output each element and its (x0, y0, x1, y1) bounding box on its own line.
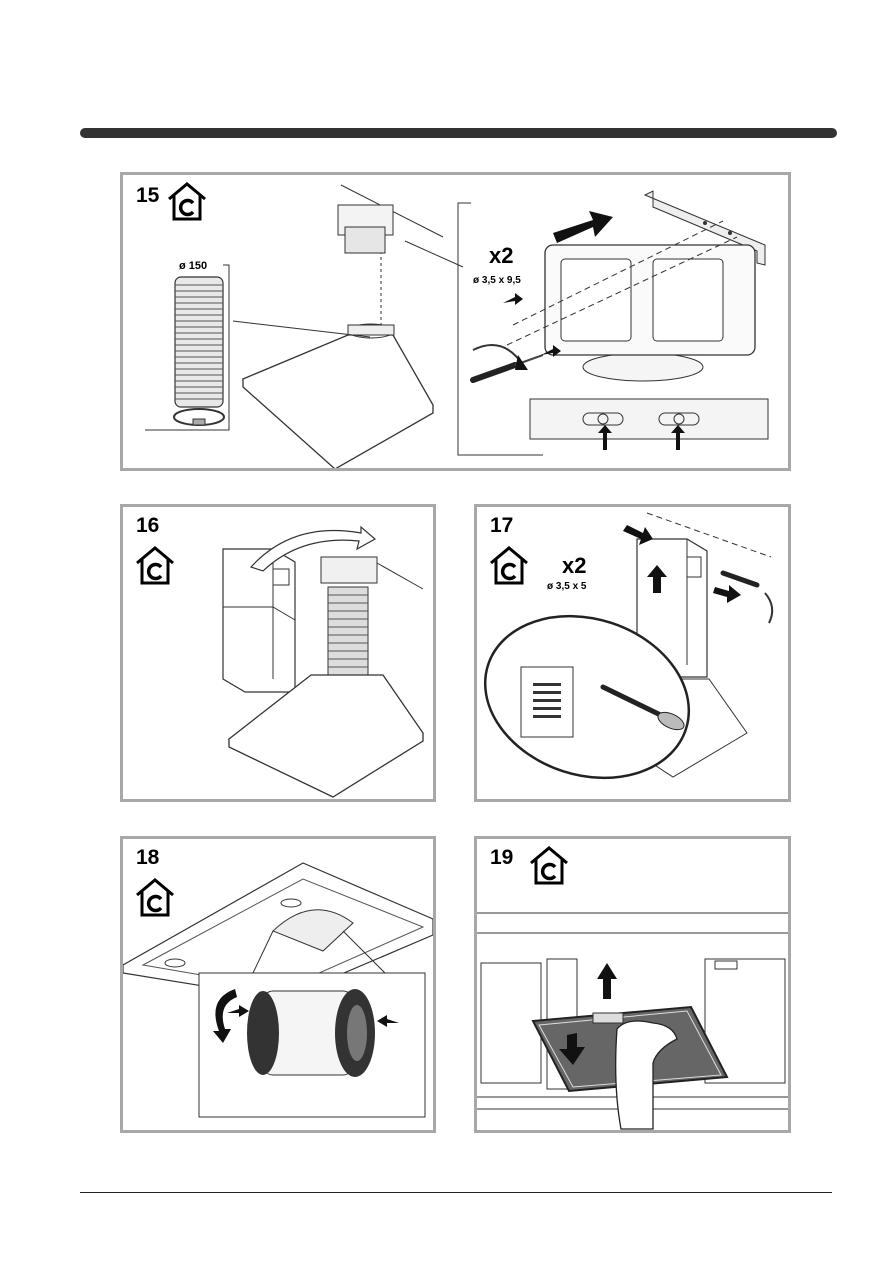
screw-quantity: x2 (562, 555, 586, 577)
step-17-illustration (477, 507, 788, 799)
flexible-hose (145, 265, 229, 430)
chimney-cover (223, 549, 295, 692)
hood-body (233, 227, 433, 468)
recirculation-house-icon (169, 184, 205, 219)
step-15-illustration (123, 175, 788, 468)
recirculation-house-icon (491, 548, 527, 583)
flexible-hose (321, 557, 377, 687)
step-15-panel: 15 (120, 172, 791, 471)
mounting-plate (530, 399, 768, 450)
recirculation-house-icon (531, 848, 567, 883)
screw-dimensions: ø 3,5 x 5 (547, 582, 586, 592)
step-17-panel: 17 x2 ø 3,5 x 5 (474, 504, 791, 802)
step-16-illustration (123, 507, 433, 799)
recirculation-house-icon (137, 880, 173, 915)
push-arrow-icon (553, 211, 613, 243)
push-arrow-icon (713, 585, 741, 603)
step-18-panel: 18 (120, 836, 436, 1133)
screwdriver-icon (473, 345, 543, 380)
step-19-panel: 19 (474, 836, 791, 1133)
motor-housing-small (338, 185, 463, 267)
up-arrow-icon (597, 963, 617, 999)
hood-body (229, 675, 423, 797)
screw-quantity: x2 (489, 245, 513, 267)
header-bar (80, 128, 837, 138)
recirculation-house-icon (137, 548, 173, 583)
step-18-illustration (123, 839, 433, 1130)
step-16-panel: 16 (120, 504, 436, 802)
screw-dimensions: ø 3,5 x 9,5 (473, 276, 521, 286)
step-19-illustration (477, 839, 788, 1130)
motor-assembly (507, 221, 755, 381)
hose-diameter-label: ø 150 (179, 261, 207, 272)
footer-rule (80, 1192, 832, 1193)
small-arrow-icon (503, 293, 523, 305)
